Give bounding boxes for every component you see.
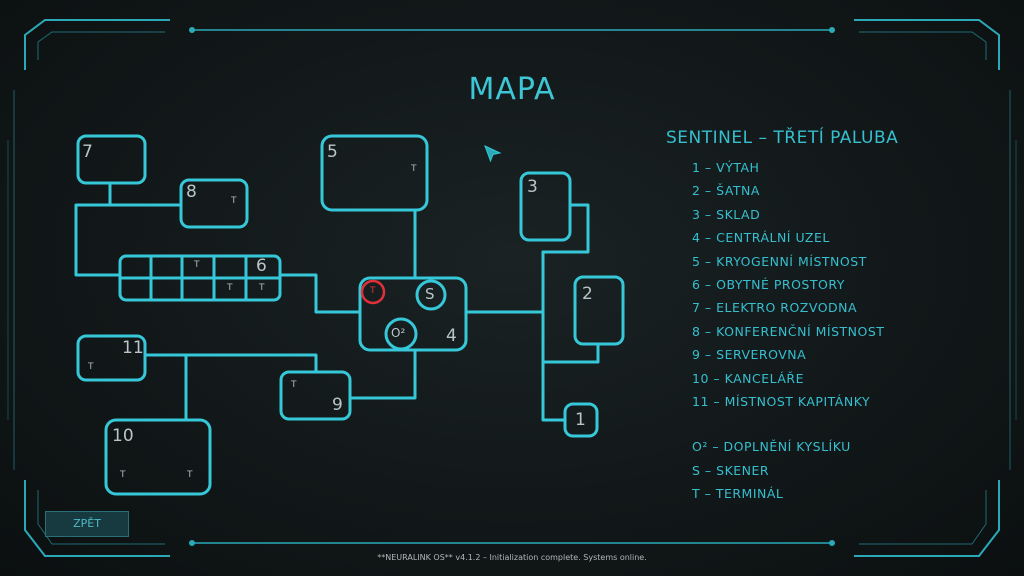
room-8-label: 8	[186, 182, 197, 202]
corridor-11-9	[143, 353, 318, 374]
legend-list: 1 – VÝTAH 2 – ŠATNA 3 – SKLAD 4 – CENTRÁ…	[692, 160, 884, 509]
scanner-marker	[415, 279, 447, 311]
room-6-label: 6	[256, 256, 267, 276]
room-4-label: 4	[446, 326, 457, 346]
oxygen-symbol: O²	[391, 326, 406, 340]
corridor-6-4	[278, 273, 362, 314]
legend-item: 10 – KANCELÁŘE	[692, 370, 804, 386]
legend-item: 9 – SERVEROVNA	[692, 347, 807, 363]
legend-item: 11 – MÍSTNOST KAPITÁNKY	[692, 393, 871, 409]
terminal-marker-room-6b[interactable]: T	[227, 283, 233, 293]
room-10-label: 10	[112, 426, 134, 446]
terminal-marker-room-6c[interactable]: T	[259, 283, 265, 293]
legend-symbol-item: T – TERMINÁL	[692, 486, 784, 502]
terminal-marker-room-8[interactable]: T	[231, 196, 237, 206]
corridor-3	[541, 203, 590, 254]
room-9	[279, 370, 352, 421]
room-11-label: 11	[122, 338, 144, 358]
terminal-marker-room-9[interactable]: T	[291, 380, 297, 390]
terminal-marker-room-10a[interactable]: T	[120, 470, 126, 480]
legend-item: 3 – SKLAD	[692, 206, 761, 222]
room-5	[320, 134, 429, 212]
terminal-marker-room-6a[interactable]: T	[194, 260, 200, 270]
legend-symbol-item: S – SKENER	[692, 462, 770, 478]
room-6	[118, 254, 282, 302]
map-title: MAPA	[468, 72, 556, 107]
legend-symbol-item: O² – DOPLNĚNÍ KYSLÍKU	[692, 439, 851, 455]
active-terminal-symbol[interactable]: T	[370, 286, 376, 296]
cursor-arrow-icon	[484, 145, 502, 163]
legend-item: 6 – OBYTNÉ PROSTORY	[692, 276, 845, 292]
legend-item: 4 – CENTRÁLNÍ UZEL	[692, 230, 830, 246]
oxygen-marker	[384, 317, 418, 351]
terminal-marker-room-10b[interactable]: T	[187, 470, 193, 480]
terminal-marker-room-11[interactable]: T	[88, 362, 94, 372]
legend-item: 7 – ELEKTRO ROZVODNA	[692, 300, 858, 316]
terminal-marker-room-5[interactable]: T	[411, 164, 417, 174]
room-4	[358, 276, 468, 352]
legend-spacer	[692, 417, 884, 439]
back-button[interactable]: ZPĚT	[45, 511, 129, 537]
legend-item: 8 – KONFERENČNÍ MÍSTNOST	[692, 323, 885, 339]
scanner-symbol: S	[425, 285, 435, 303]
room-9-label: 9	[332, 395, 343, 415]
legend-item: 2 – ŠATNA	[692, 183, 760, 199]
room-10	[104, 418, 212, 496]
room-2	[573, 275, 625, 346]
legend-item: 1 – VÝTAH	[692, 160, 760, 175]
corridor-2	[541, 343, 600, 364]
room-7-label: 7	[82, 142, 93, 162]
corridor-5-4	[373, 208, 417, 280]
active-terminal-marker	[360, 279, 386, 305]
room-7	[76, 134, 147, 185]
room-2-label: 2	[582, 284, 593, 304]
room-3	[519, 171, 572, 242]
room-1-label: 1	[575, 410, 586, 430]
legend-item: 5 – KRYOGENNÍ MÍSTNOST	[692, 253, 867, 269]
room-11	[76, 334, 147, 382]
legend-title: SENTINEL – TŘETÍ PALUBA	[666, 128, 899, 148]
room-5-label: 5	[327, 142, 338, 162]
room-1	[563, 402, 599, 438]
corridor-4-9	[348, 348, 417, 400]
room-3-label: 3	[527, 177, 538, 197]
corridor-trunk	[541, 250, 567, 422]
corridor-7-6	[74, 181, 122, 277]
room-8	[179, 178, 249, 229]
status-bar: **NEURALINK OS** v4.1.2 – Initialization…	[377, 553, 647, 562]
